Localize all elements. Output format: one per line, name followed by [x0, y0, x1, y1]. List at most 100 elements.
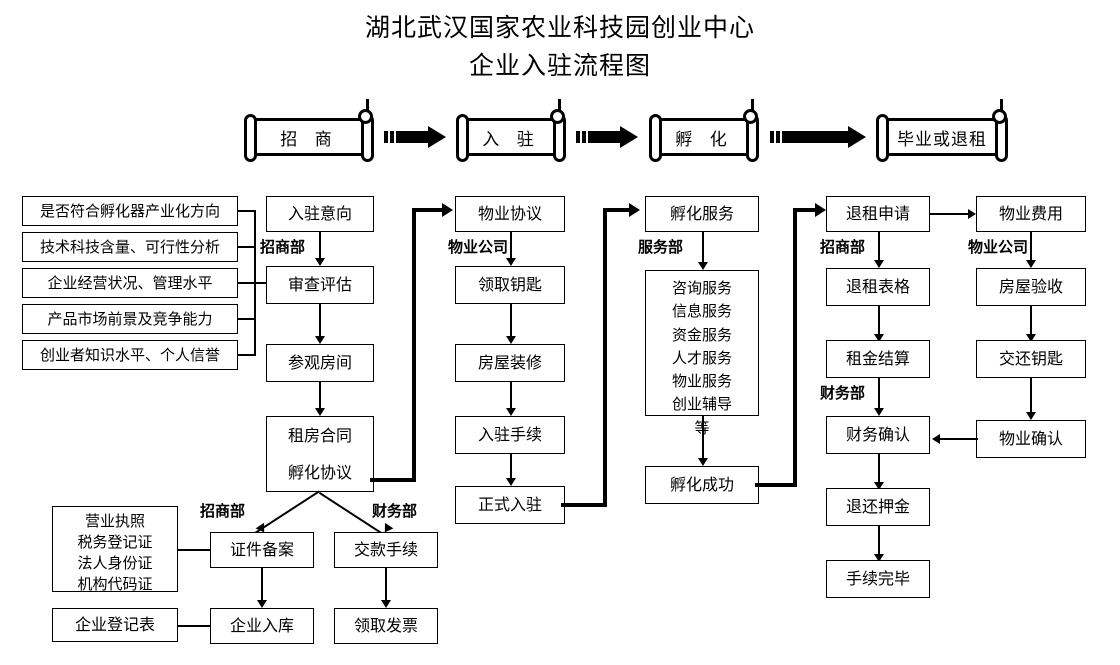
node-certificate-filing: 证件备案 — [210, 532, 314, 568]
node-movein-procedure: 入驻手续 — [455, 416, 565, 454]
edge-propfee-inspect — [1030, 232, 1032, 264]
edge-review-visit — [319, 304, 321, 340]
edge-exitapp-form — [878, 232, 880, 264]
node-label: 证件备案 — [229, 540, 294, 560]
stage-arrow-2 — [576, 126, 640, 148]
edge-intent-review-arrowhead — [315, 258, 325, 266]
node-label: 入驻意向 — [287, 204, 352, 224]
edge-pa-key — [510, 232, 512, 262]
edge-settle-confirm-arrowhead — [874, 408, 884, 416]
node-property-agreement: 物业协议 — [455, 196, 565, 232]
criteria-label: 企业经营状况、管理水平 — [47, 273, 213, 292]
node-enterprise-entry: 企业入库 — [210, 608, 314, 644]
banner-roll-left — [649, 114, 662, 162]
criteria-to-review-line — [254, 282, 268, 284]
service-item: 咨询服务 — [671, 279, 732, 297]
edge-form-enterprise — [178, 625, 214, 627]
edge-visit-contract — [319, 382, 321, 412]
criteria-stub-1 — [238, 210, 254, 212]
document-item: 机构代码证 — [77, 575, 153, 593]
document-item: 税务登记证 — [77, 533, 153, 551]
edge-returnkey-propconfirm — [1030, 378, 1032, 416]
banner-stick — [1000, 99, 1003, 111]
edge-propconfirm-financeconfirm-arrowhead — [932, 434, 940, 444]
edge-key-decor — [510, 304, 512, 340]
node-label: 财务确认 — [845, 425, 910, 445]
dept-label-finance-exit: 财务部 — [820, 384, 866, 402]
edge-payment-invoice-arrowhead — [381, 600, 391, 608]
node-payment-procedure: 交款手续 — [334, 532, 438, 568]
edge-inspect-returnkey-arrowhead — [1026, 334, 1036, 342]
stage-arrow-1 — [384, 126, 448, 148]
stage-banner-label: 入 驻 — [464, 118, 558, 156]
node-finance-confirm: 财务确认 — [826, 416, 930, 454]
edge-contract-propagree-h2 — [412, 208, 446, 212]
page-title-line2: 企业入驻流程图 — [468, 51, 651, 80]
criteria-label: 创业者知识水平、个人信誉 — [39, 345, 220, 364]
banner-stick — [558, 99, 561, 111]
edge-decor-formal-arrowhead — [506, 408, 516, 416]
banner-knob — [992, 109, 1007, 124]
edge-proc-official — [510, 454, 512, 482]
edge-returnkey-propconfirm-arrowhead — [1026, 412, 1036, 420]
edge-form-settle-arrowhead — [874, 334, 884, 342]
criteria-box-4: 产品市场前景及竞争能力 — [22, 304, 238, 334]
node-label: 物业确认 — [998, 429, 1063, 449]
edge-official-incub-h1 — [561, 503, 607, 507]
criteria-box-5: 创业者知识水平、个人信誉 — [22, 340, 238, 370]
edge-incub-list — [702, 232, 704, 266]
banner-knob — [743, 109, 758, 124]
node-property-fee: 物业费用 — [976, 196, 1086, 232]
node-exit-form: 退租表格 — [826, 268, 930, 306]
node-registration-form: 企业登记表 — [52, 608, 178, 642]
node-label: 入驻手续 — [477, 425, 542, 445]
edge-official-incub-h2 — [603, 208, 633, 212]
stage-banner-incubate: 孵 化 — [645, 99, 763, 162]
node-renovation: 房屋装修 — [455, 344, 565, 382]
edge-refund-done-arrowhead — [874, 554, 884, 562]
dept-label-property-movein: 物业公司 — [448, 238, 509, 256]
node-label: 退租表格 — [845, 277, 910, 297]
edge-confirm-refund-arrowhead — [874, 482, 884, 490]
edge-refund-done — [878, 526, 880, 558]
node-label: 交还钥匙 — [998, 349, 1063, 369]
banner-roll-left — [456, 114, 469, 162]
edge-success-exit-h2 — [793, 208, 819, 212]
node-documents: 营业执照 税务登记证 法人身份证 机构代码证 — [52, 506, 178, 593]
edge-exitapp-propfee-arrowhead — [968, 209, 976, 219]
node-label: 参观房间 — [287, 353, 352, 373]
edge-official-incub-v — [603, 208, 607, 507]
criteria-stub-5 — [238, 354, 254, 356]
node-procedure-complete: 手续完毕 — [826, 560, 930, 598]
criteria-stub-2 — [238, 246, 254, 248]
node-label: 物业费用 — [998, 204, 1063, 224]
stage-arrow-3 — [770, 126, 868, 148]
node-label: 正式入驻 — [477, 495, 542, 515]
node-label-line2: 孵化协议 — [287, 462, 352, 482]
edge-incub-list-arrowhead — [698, 262, 708, 270]
criteria-box-3: 企业经营状况、管理水平 — [22, 268, 238, 298]
service-item: 人才服务 — [671, 348, 732, 367]
edge-contract-propagree-v — [412, 208, 416, 482]
node-label: 租金结算 — [845, 349, 910, 369]
dept-label-exit-recruit: 招商部 — [820, 238, 866, 256]
node-visit-room: 参观房间 — [266, 344, 374, 382]
node-exit-application: 退租申请 — [826, 196, 930, 232]
edge-intent-review — [319, 232, 321, 262]
service-item: 物业服务 — [671, 372, 732, 390]
node-label: 孵化服务 — [669, 204, 734, 224]
edge-inspect-returnkey — [1030, 306, 1032, 338]
banner-knob — [550, 109, 565, 124]
node-review: 审查评估 — [266, 266, 374, 304]
edge-review-visit-arrowhead — [315, 336, 325, 344]
node-label: 企业入库 — [229, 616, 294, 636]
node-incubation-service: 孵化服务 — [645, 196, 759, 232]
edge-proc-official-arrowhead — [506, 478, 516, 486]
node-intent: 入驻意向 — [266, 196, 374, 232]
stage-banner-label: 毕业或退租 — [884, 118, 1000, 156]
edge-list-success — [702, 416, 704, 462]
criteria-label: 技术科技含量、可行性分析 — [39, 237, 220, 256]
edge-visit-contract-arrowhead — [315, 408, 325, 416]
edge-list-success-arrowhead — [698, 458, 708, 466]
node-label: 交款手续 — [353, 540, 418, 560]
